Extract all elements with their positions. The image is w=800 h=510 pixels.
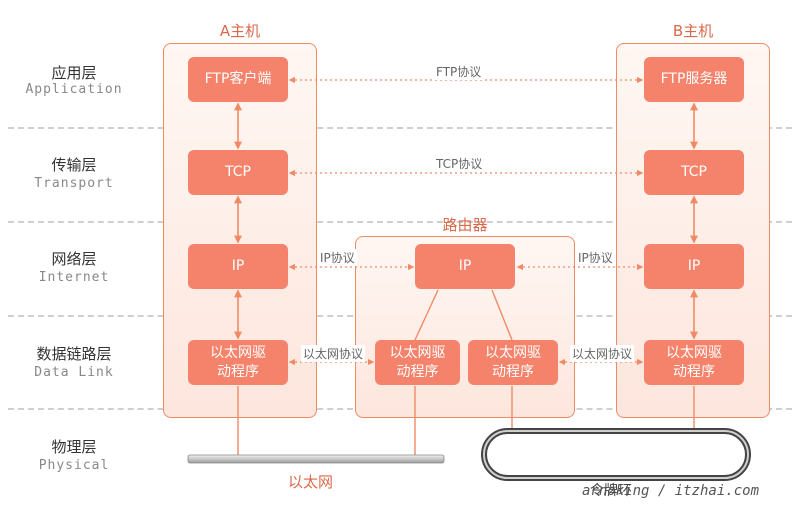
layer-divider	[8, 127, 792, 129]
layer-label-physical-en: Physical	[38, 458, 110, 473]
layer-label-transport-en: Transport	[34, 176, 114, 191]
a-ip-box: IP	[188, 244, 288, 289]
layer-label-transport-cn: 传输层	[51, 156, 97, 174]
router-ip-left-link	[414, 289, 439, 341]
a-tcp-box: TCP	[188, 150, 288, 195]
a-ftp-client-box: FTP客户端	[188, 57, 288, 102]
layer-label-application-cn: 应用层	[51, 64, 97, 82]
ethernet-protocol-label-left: 以太网协议	[301, 345, 366, 362]
token-ring-inner	[483, 430, 749, 479]
layer-label-datalink-cn: 数据链路层	[36, 345, 112, 363]
ip-protocol-label-left: IP协议	[318, 249, 357, 266]
layer-label-internet-en: Internet	[38, 270, 110, 285]
router-ethernet-driver-right-box: 以太网驱 动程序	[468, 340, 558, 385]
layer-label-physical-cn: 物理层	[51, 438, 97, 456]
layer-label-datalink-en: Data Link	[34, 365, 114, 380]
ftp-protocol-label: FTP协议	[434, 63, 484, 80]
ethernet-cable	[187, 454, 445, 464]
a-ethernet-driver-box: 以太网驱 动程序	[188, 340, 288, 385]
token-ring	[481, 428, 751, 481]
router-title: 路由器	[442, 216, 488, 234]
router-ip-right-link	[491, 289, 513, 341]
b-ftp-server-box: FTP服务器	[644, 57, 744, 102]
b-tcp-box: TCP	[644, 150, 744, 195]
layer-divider	[8, 221, 792, 223]
token-ring-label: 令牌环	[590, 483, 632, 499]
ethernet-protocol-label-right: 以太网协议	[570, 345, 635, 362]
layer-label-application-en: Application	[25, 82, 123, 97]
ip-protocol-label-right: IP协议	[576, 249, 615, 266]
layer-label-internet-cn: 网络层	[51, 250, 97, 268]
ethernet-label: 以太网	[288, 473, 334, 491]
tcp-protocol-label: TCP协议	[434, 155, 485, 172]
router-ip-box: IP	[415, 244, 515, 289]
router-ethernet-driver-left-box: 以太网驱 动程序	[375, 340, 460, 385]
host-b-title: B主机	[672, 22, 714, 40]
b-ethernet-driver-box: 以太网驱 动程序	[644, 340, 744, 385]
host-a-title: A主机	[219, 22, 261, 40]
b-ip-box: IP	[644, 244, 744, 289]
watermark: arnoking / itzhai.com	[582, 483, 760, 499]
